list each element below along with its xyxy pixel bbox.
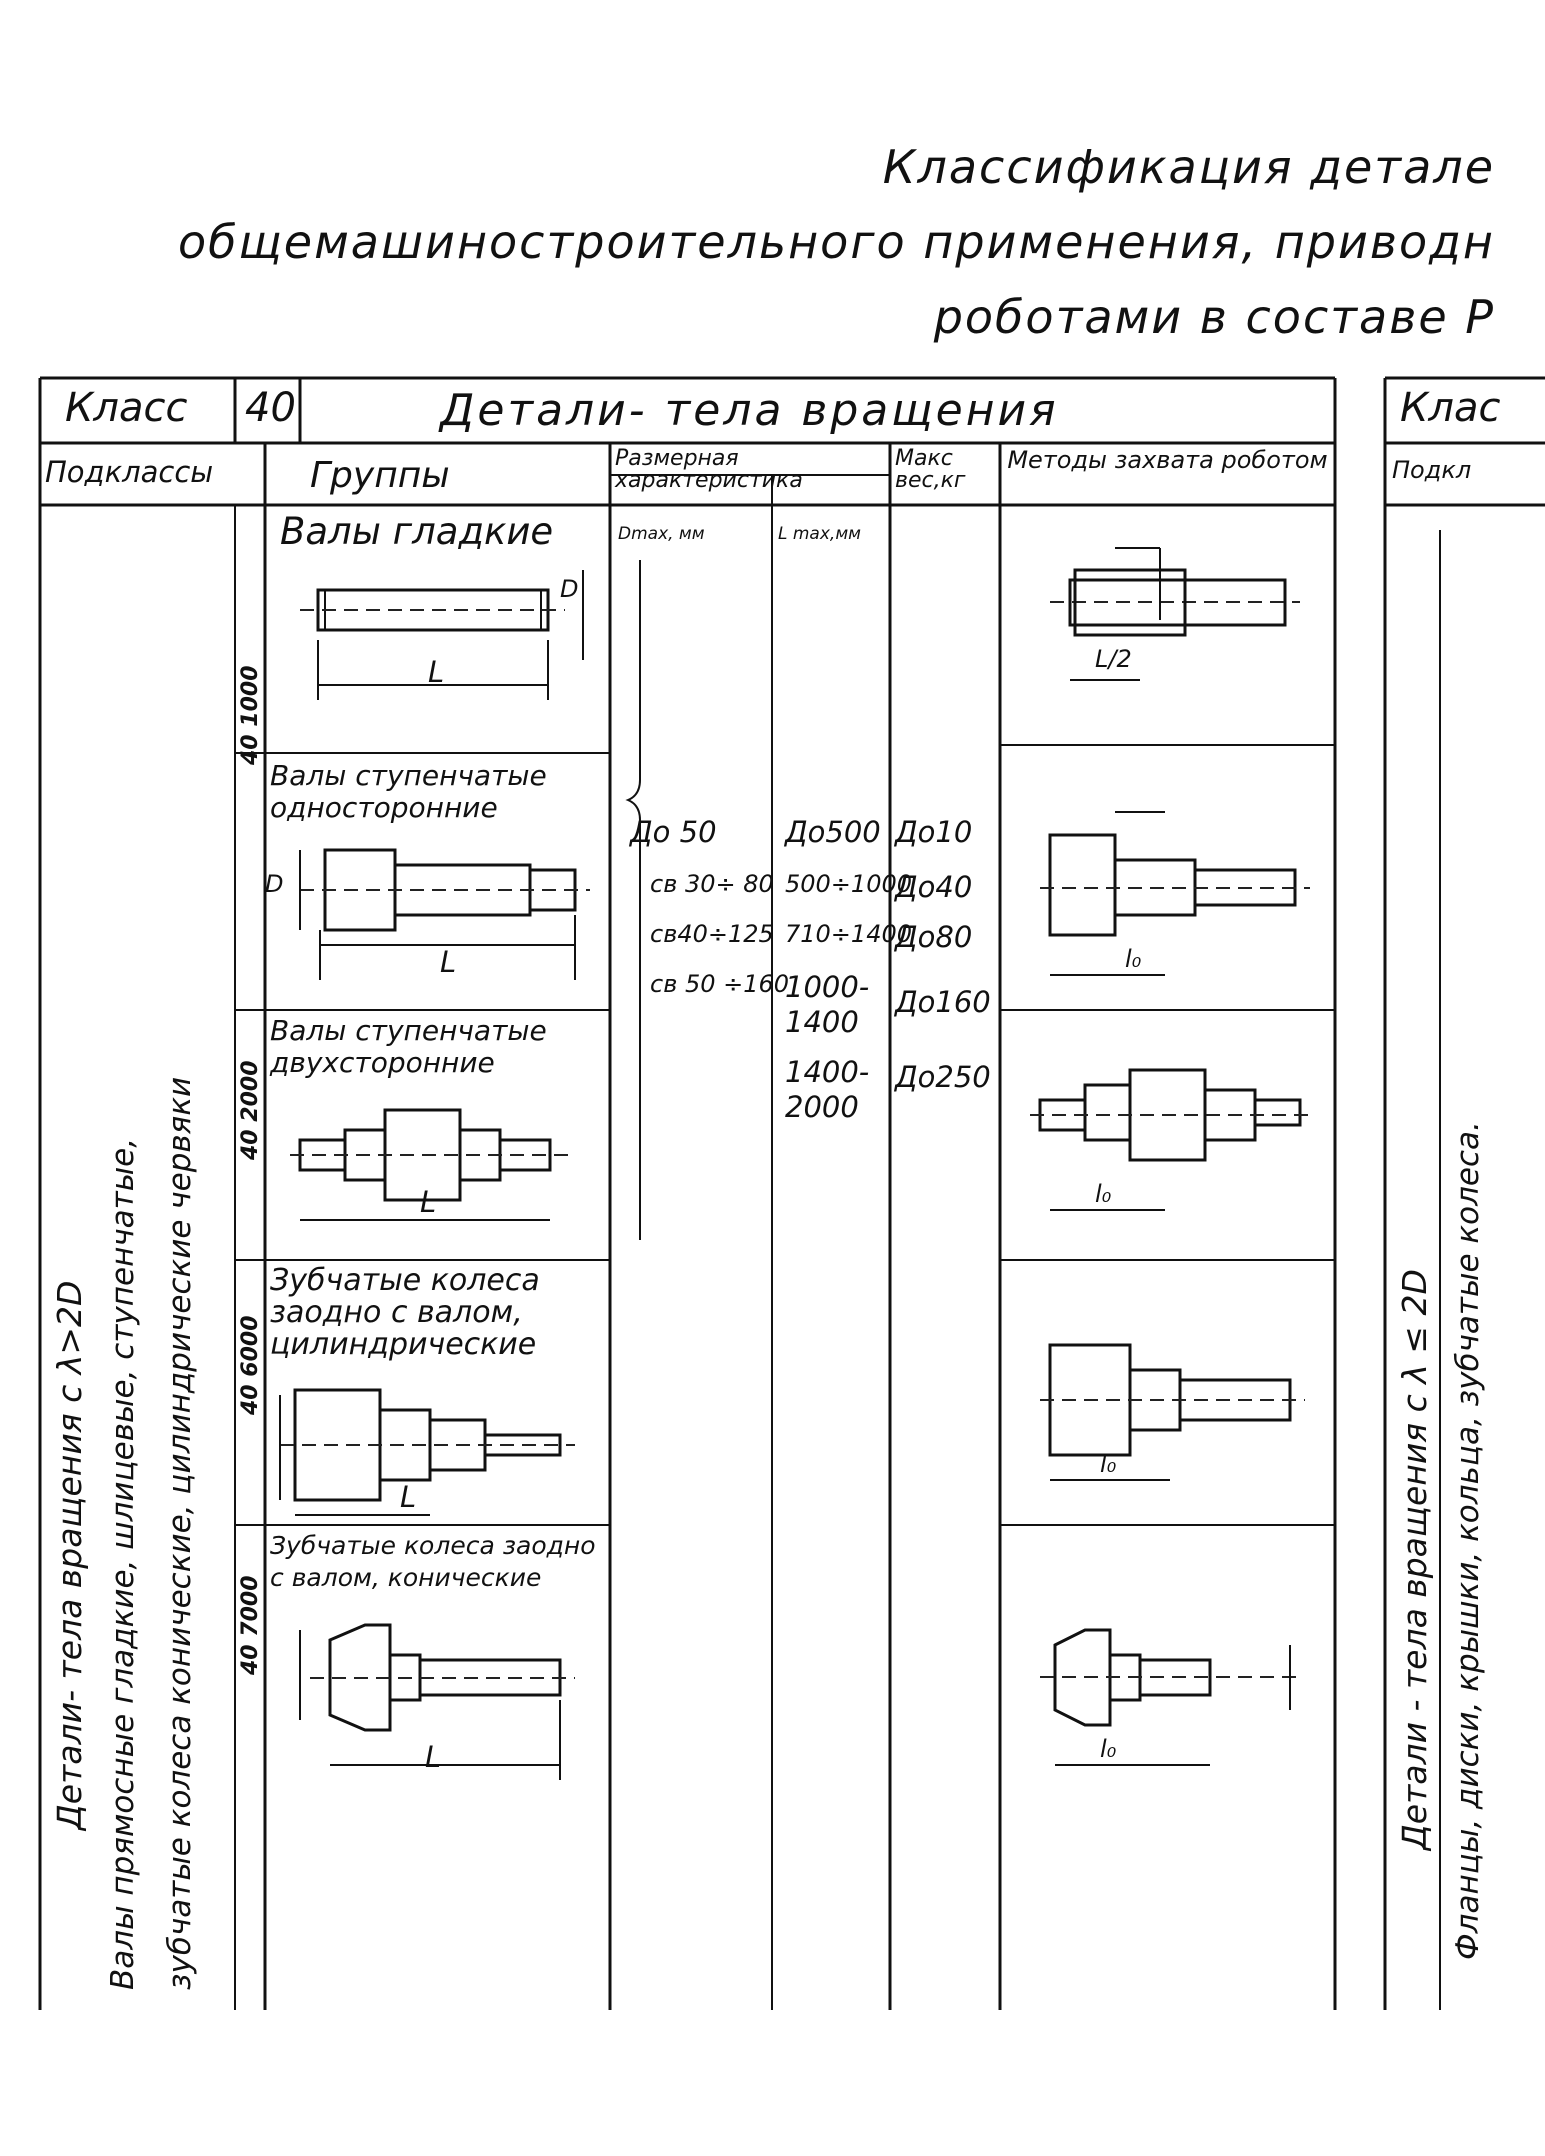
title-line-2: общемашиностроительного применения, прив… — [177, 215, 1495, 269]
title-line-3: роботами в составе Р — [933, 290, 1495, 344]
dim-label: L — [400, 1480, 417, 1514]
grip-sketch-5 — [1040, 1628, 1300, 1766]
l-value: 1400- — [785, 1055, 870, 1089]
sketch-stepped-shaft-two-sides — [290, 1108, 570, 1221]
header-right-subclasses: Подкл — [1392, 456, 1472, 484]
l-value: 1000- — [785, 970, 870, 1004]
sketch-stepped-shaft-one-side — [299, 848, 590, 980]
grip-sketch-3 — [1030, 1068, 1310, 1211]
group-name: Зубчатые колеса заодно с валом, цилиндри… — [270, 1263, 540, 1362]
header-groups: Группы — [310, 455, 450, 496]
class-name: Детали- тела вращения — [440, 385, 1059, 436]
dim-label: D — [560, 575, 579, 603]
dim-label: l₀ — [1100, 1735, 1117, 1763]
d-value: св 50 ÷160 — [650, 970, 790, 998]
dim-label: l₀ — [1100, 1450, 1117, 1478]
grip-sketch-2 — [1040, 811, 1310, 976]
dim-label: L/2 — [1095, 645, 1132, 673]
grip-sketch-4 — [1040, 1343, 1305, 1481]
d-value: св40÷125 — [650, 920, 774, 948]
l-value: 710÷1400 — [785, 920, 912, 948]
header-max-weight: Макс вес,кг — [895, 446, 966, 493]
header-size-characteristic: Размерная характеристика — [615, 446, 803, 493]
d-value: св 30÷ 80 — [650, 870, 774, 898]
l-value: 1400 — [785, 1005, 859, 1039]
dim-label: L — [440, 945, 457, 979]
right-class-label: Клас — [1400, 385, 1501, 431]
l-value: 2000 — [785, 1090, 859, 1124]
group-name: Зубчатые колеса заодно с валом, коническ… — [270, 1531, 596, 1592]
size-sub-l: L max,мм — [778, 524, 861, 544]
group-name: Валы ступенчатые односторонние — [270, 759, 547, 824]
dim-label: L — [425, 1740, 442, 1774]
sketch-spur-gear-shaft — [279, 1388, 575, 1516]
group-name: Валы ступенчатые двухсторонние — [270, 1014, 547, 1079]
weight-value: До160 — [895, 985, 991, 1019]
size-sub-d: Dmax, мм — [618, 524, 705, 544]
dim-label: l₀ — [1095, 1180, 1112, 1208]
header-gripping-methods: Методы захвата роботом — [1007, 446, 1328, 474]
sketch-smooth-shaft — [300, 570, 584, 700]
d-value: До 50 — [630, 815, 717, 849]
l-value: До500 — [785, 815, 881, 849]
sketch-bevel-gear-shaft — [299, 1623, 575, 1780]
weight-value: До40 — [895, 870, 973, 904]
group-name: Валы гладкие — [280, 510, 554, 553]
header-subclasses: Подклассы — [45, 455, 214, 489]
dim-label: l₀ — [1125, 945, 1142, 973]
dim-label: D — [265, 870, 284, 898]
weight-value: До250 — [895, 1060, 991, 1094]
class-label: Класс — [65, 385, 188, 431]
title-line-1: Классификация детале — [882, 140, 1495, 194]
dim-label: L — [420, 1185, 437, 1219]
weight-value: До80 — [895, 920, 973, 954]
class-number: 40 — [245, 385, 296, 431]
l-value: 500÷1000 — [785, 870, 912, 898]
weight-value: До10 — [895, 815, 973, 849]
dim-label: L — [428, 655, 445, 689]
grip-sketch-1 — [1050, 547, 1300, 681]
